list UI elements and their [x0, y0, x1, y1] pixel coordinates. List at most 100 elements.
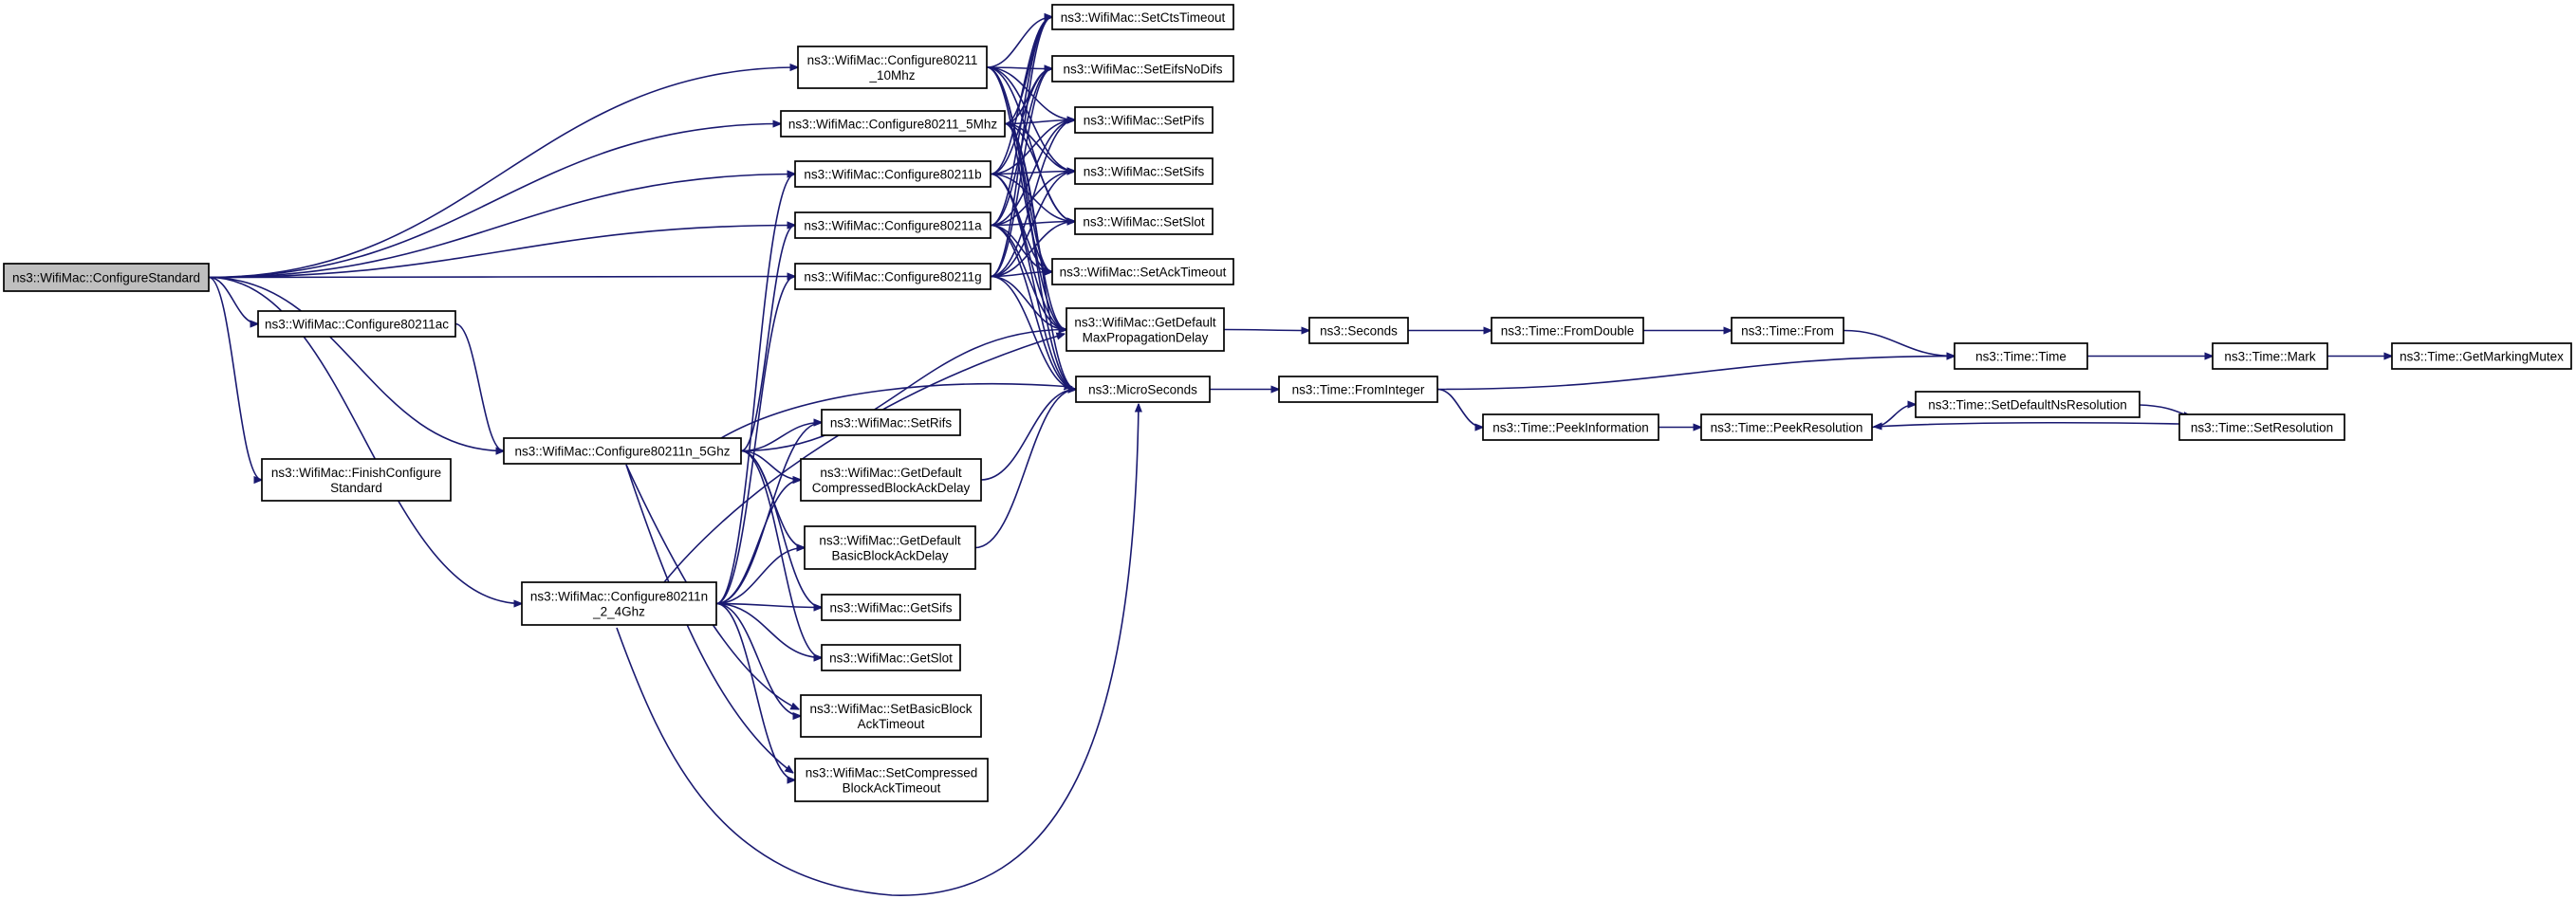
node-microSeconds[interactable]: ns3::MicroSeconds [1075, 376, 1211, 403]
node-timeMark[interactable]: ns3::Time::Mark [2212, 342, 2328, 370]
node-box [1074, 157, 1214, 185]
node-configure80211n_5ghz[interactable]: ns3::WifiMac::Configure80211n_5Ghz [503, 437, 742, 465]
node-box [1074, 106, 1214, 134]
edge-getDefaultCompressedBlockAckDelay-to-microSeconds [980, 390, 1076, 481]
node-label: Standard [330, 481, 382, 495]
node-label: ns3::WifiMac::Configure80211b [804, 168, 981, 182]
node-box [794, 263, 991, 290]
node-box [1074, 208, 1214, 235]
edge-configure80211g-to-setAckTimeout [990, 272, 1052, 278]
edge-configure80211n_2_4ghz-to-setBasicBlockAckTimeout [715, 602, 801, 717]
edge-configure80211b-to-setCtsTimeout [990, 17, 1052, 175]
edge-configure80211n_2_4ghz-to-getSifs [715, 602, 822, 608]
node-setPifs[interactable]: ns3::WifiMac::SetPifs [1074, 106, 1214, 134]
node-box [1066, 307, 1225, 352]
node-box [2391, 342, 2572, 370]
node-box [821, 409, 961, 436]
node-box [2178, 413, 2345, 441]
node-label: ns3::WifiMac::SetBasicBlock [809, 702, 972, 716]
node-configure80211g[interactable]: ns3::WifiMac::Configure80211g [794, 263, 991, 290]
node-label: ns3::Time::PeekInformation [1492, 421, 1649, 435]
node-seconds[interactable]: ns3::Seconds [1308, 317, 1409, 344]
node-box [1308, 317, 1409, 344]
node-label: ns3::WifiMac::Configure80211_5Mhz [788, 118, 998, 132]
node-configure80211ac[interactable]: ns3::WifiMac::Configure80211ac [257, 310, 456, 338]
edge-configureStandard-to-finishConfigureStandard [208, 276, 262, 481]
node-getDefaultMaxPropagationDelay[interactable]: ns3::WifiMac::GetDefaultMaxPropagationDe… [1066, 307, 1225, 352]
edge-getDefaultMaxPropagationDelay-to-seconds [1223, 330, 1309, 331]
edge-configureStandard-to-configure80211g [208, 277, 795, 278]
node-getSlot[interactable]: ns3::WifiMac::GetSlot [821, 644, 961, 671]
edge-timeFromInteger-to-timeTime [1436, 357, 1955, 391]
edge-configure80211_10mhz-to-setCtsTimeout [986, 17, 1052, 68]
node-box [1954, 342, 2088, 370]
node-getSifs[interactable]: ns3::WifiMac::GetSifs [821, 594, 961, 621]
node-box [794, 160, 991, 188]
edge-configure80211g-to-setSifs [990, 172, 1075, 278]
node-setEifsNoDifs[interactable]: ns3::WifiMac::SetEifsNoDifs [1051, 55, 1234, 83]
node-timeGetMarkingMutex[interactable]: ns3::Time::GetMarkingMutex [2391, 342, 2572, 370]
node-timeFromInteger[interactable]: ns3::Time::FromInteger [1278, 376, 1438, 403]
edge-configure80211n_2_4ghz-to-microSeconds [616, 404, 1139, 896]
node-label: ns3::Time::FromDouble [1501, 324, 1635, 339]
edge-configure80211g-to-getDefaultMaxPropagationDelay [990, 275, 1066, 330]
node-label: ns3::WifiMac::SetCompressed [806, 766, 978, 780]
edge-configure80211a-to-microSeconds [990, 224, 1076, 390]
node-label: ns3::WifiMac::GetDefault [819, 534, 961, 548]
node-timeFromDouble[interactable]: ns3::Time::FromDouble [1491, 317, 1644, 344]
edge-configureStandard-to-configure80211ac [208, 276, 258, 324]
edge-configureStandard-to-configure80211a [208, 226, 795, 279]
node-timeSetDefaultNsResolution[interactable]: ns3::Time::SetDefaultNsResolution [1915, 391, 2140, 418]
node-configure80211_10mhz[interactable]: ns3::WifiMac::Configure80211_10Mhz [797, 46, 988, 89]
node-timeSetResolution[interactable]: ns3::Time::SetResolution [2178, 413, 2345, 441]
edge-configure80211n_2_4ghz-to-getDefaultCompressedBlockAckDelay [715, 480, 801, 605]
edge-configure80211ac-to-configure80211n_5ghz [454, 322, 504, 451]
edge-configureStandard-to-configure80211n_2_4ghz [208, 276, 522, 604]
edge-configure80211n_2_4ghz-to-setCompressedBlockAckTimeout [715, 602, 795, 780]
node-box [1915, 391, 2140, 418]
node-getDefaultCompressedBlockAckDelay[interactable]: ns3::WifiMac::GetDefaultCompressedBlockA… [800, 458, 982, 502]
node-label: ns3::WifiMac::ConfigureStandard [12, 271, 200, 285]
edge-configure80211a-to-setPifs [990, 120, 1075, 227]
node-label: ns3::WifiMac::GetDefault [1074, 316, 1216, 330]
edge-configure80211b-to-microSeconds [990, 173, 1076, 390]
node-getDefaultBasicBlockAckDelay[interactable]: ns3::WifiMac::GetDefaultBasicBlockAckDel… [804, 525, 976, 570]
edge-configureStandard-to-configure80211_10mhz [208, 67, 798, 279]
edge-configure80211n_2_4ghz-to-configure80211b [715, 174, 795, 605]
node-configure80211n_2_4ghz[interactable]: ns3::WifiMac::Configure80211n_2_4Ghz [521, 581, 717, 626]
node-label: ns3::WifiMac::FinishConfigure [271, 466, 441, 480]
edge-layer [208, 17, 2392, 896]
edge-configure80211b-to-setPifs [990, 120, 1075, 175]
edge-configureStandard-to-configure80211n_5ghz [208, 276, 504, 451]
node-configure80211_5mhz[interactable]: ns3::WifiMac::Configure80211_5Mhz [780, 110, 1006, 138]
node-box [821, 594, 961, 621]
node-setCompressedBlockAckTimeout[interactable]: ns3::WifiMac::SetCompressedBlockAckTimeo… [794, 758, 989, 802]
node-timeTime[interactable]: ns3::Time::Time [1954, 342, 2088, 370]
node-setRifs[interactable]: ns3::WifiMac::SetRifs [821, 409, 961, 436]
node-configure80211a[interactable]: ns3::WifiMac::Configure80211a [794, 211, 991, 239]
node-setCtsTimeout[interactable]: ns3::WifiMac::SetCtsTimeout [1051, 4, 1234, 30]
node-box [521, 581, 717, 626]
node-timePeekInformation[interactable]: ns3::Time::PeekInformation [1482, 413, 1659, 441]
node-setSifs[interactable]: ns3::WifiMac::SetSifs [1074, 157, 1214, 185]
edge-configure80211n_5ghz-to-setCompressedBlockAckTimeout [625, 464, 793, 773]
node-label: ns3::WifiMac::Configure80211n [530, 590, 708, 604]
edge-getDefaultBasicBlockAckDelay-to-microSeconds [974, 390, 1076, 549]
node-box [821, 644, 961, 671]
node-box [797, 46, 988, 89]
node-setAckTimeout[interactable]: ns3::WifiMac::SetAckTimeout [1051, 258, 1234, 285]
node-label: ns3::MicroSeconds [1088, 383, 1197, 397]
node-label: ns3::Time::FromInteger [1292, 383, 1425, 397]
node-timeFrom[interactable]: ns3::Time::From [1731, 317, 1844, 344]
node-label: ns3::Time::Mark [2224, 350, 2316, 364]
node-setSlot[interactable]: ns3::WifiMac::SetSlot [1074, 208, 1214, 235]
edge-timeFrom-to-timeTime [1843, 329, 1955, 357]
edge-timeSetResolution-to-timePeekResolution [1874, 421, 2180, 427]
edge-configure80211n_5ghz-to-configure80211a [740, 226, 795, 452]
node-configureStandard[interactable]: ns3::WifiMac::ConfigureStandard [3, 263, 210, 292]
node-configure80211b[interactable]: ns3::WifiMac::Configure80211b [794, 160, 991, 188]
node-timePeekResolution[interactable]: ns3::Time::PeekResolution [1700, 413, 1873, 441]
node-label: ns3::WifiMac::SetAckTimeout [1060, 266, 1227, 280]
